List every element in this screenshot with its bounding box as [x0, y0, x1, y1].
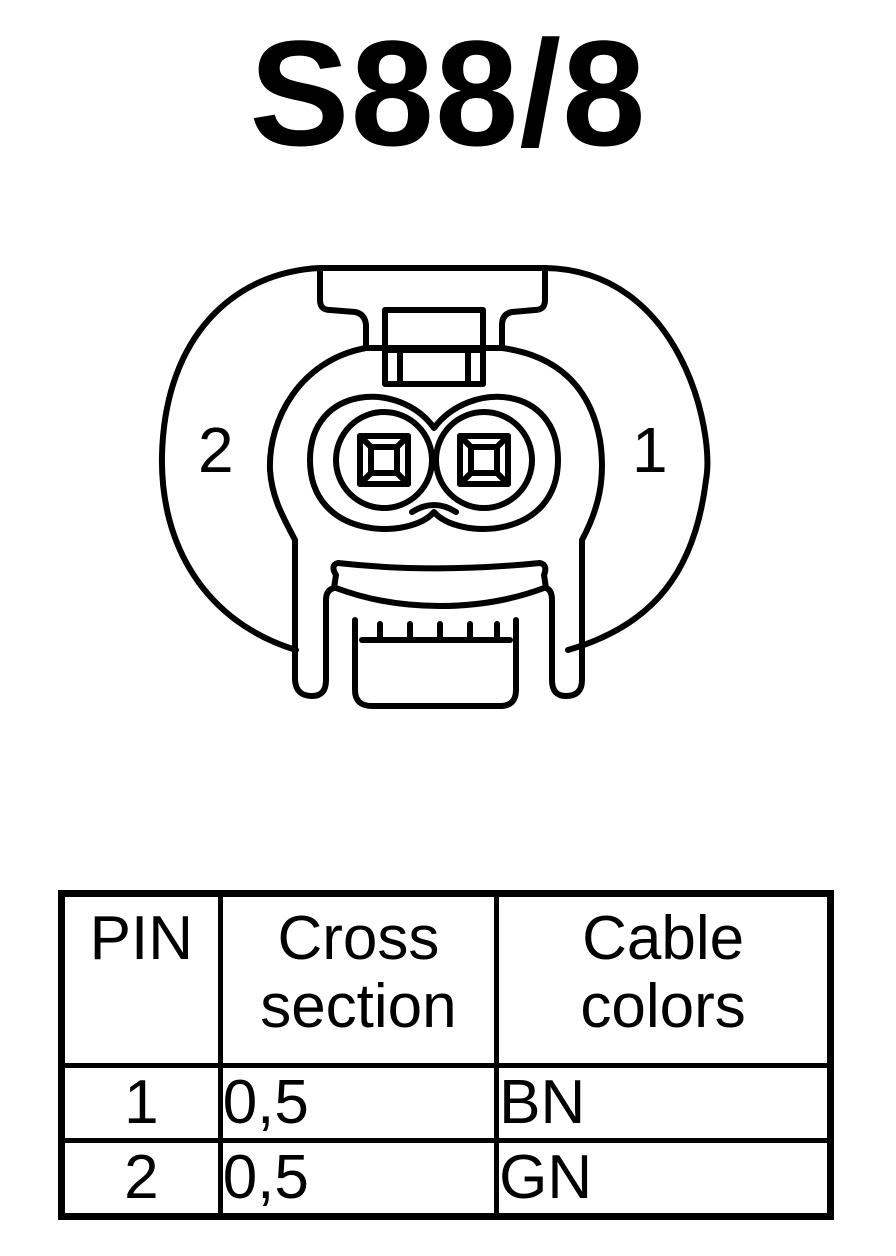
latch-tab [317, 265, 548, 351]
header-cross-line1: Cross [277, 904, 440, 973]
header-cable-colors: Cable colors [494, 891, 833, 1068]
connector-diagram: 2 1 [158, 265, 711, 709]
pin-2-terminal [333, 409, 435, 511]
table-row: 2 0,5 GN [59, 1138, 833, 1219]
connector-title: S88/8 [249, 9, 647, 177]
header-colors-line2: colors [580, 972, 746, 1041]
inner-housing [266, 345, 605, 699]
pin-cavity [307, 393, 561, 532]
cell-cross-section: 0,5 [217, 1063, 500, 1143]
header-pin: PIN [59, 891, 223, 1068]
header-cross-section: Cross section [217, 891, 500, 1068]
pin-label-right: 1 [632, 414, 668, 486]
bottom-key [333, 585, 547, 609]
pin-label-left: 2 [198, 414, 234, 486]
pin-1-terminal [433, 409, 535, 511]
pin-table-header-row: PIN Cross section Cable colors [59, 891, 833, 1068]
cell-cable-color: BN [494, 1063, 833, 1143]
header-cross-line2: section [260, 972, 457, 1041]
cell-pin: 1 [59, 1063, 223, 1143]
table-row: 1 0,5 BN [59, 1063, 833, 1143]
cell-cable-color: GN [494, 1138, 833, 1219]
header-colors-line1: Cable [582, 904, 745, 973]
pin-table: PIN Cross section Cable colors 1 0,5 BN … [58, 890, 834, 1220]
cell-pin: 2 [59, 1138, 223, 1219]
header-pin-label: PIN [89, 904, 194, 973]
cell-cross-section: 0,5 [217, 1138, 500, 1219]
connector-outer-housing [158, 265, 711, 653]
